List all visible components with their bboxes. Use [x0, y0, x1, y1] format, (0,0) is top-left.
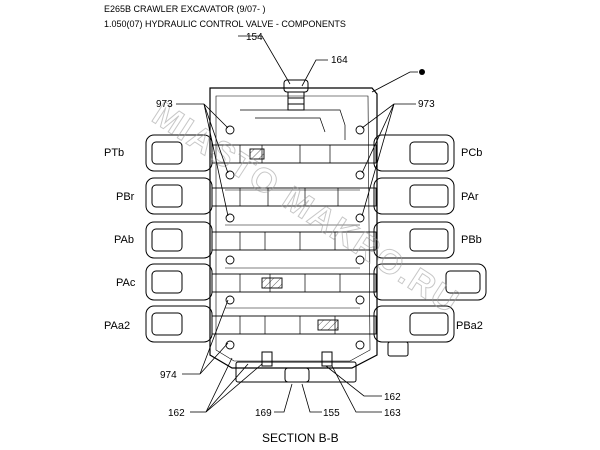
port-label-ptb: PTb	[104, 147, 124, 159]
callout-973-right: 973	[418, 99, 435, 110]
port-label-pbb: PBb	[461, 234, 482, 246]
callout-163: 163	[384, 408, 401, 419]
watermark: MIASTO MAKRO.RU	[146, 95, 467, 322]
port-label-paa2: PAa2	[104, 320, 130, 332]
port-label-par: PAr	[461, 191, 479, 203]
right-spool-caps	[373, 134, 487, 357]
bottom-fitting	[235, 351, 357, 383]
port-label-pcb: PCb	[461, 147, 482, 159]
callout-155: 155	[323, 408, 340, 419]
callout-162-left: 162	[168, 408, 185, 419]
leader-lines	[176, 35, 418, 413]
port-label-pac: PAc	[116, 277, 136, 289]
port-label-pbr: PBr	[116, 191, 135, 203]
callout-974: 974	[160, 370, 177, 381]
callout-164: 164	[331, 55, 348, 66]
reference-dot	[419, 69, 425, 75]
port-label-pab: PAb	[114, 234, 134, 246]
header-section-line: 1.050(07) HYDRAULIC CONTROL VALVE - COMP…	[104, 19, 346, 29]
callout-973-left: 973	[156, 99, 173, 110]
section-caption: SECTION B-B	[262, 431, 339, 445]
header-model-line: E265B CRAWLER EXCAVATOR (9/07- )	[104, 4, 266, 14]
spools	[211, 144, 377, 335]
bolt-holes	[225, 125, 365, 350]
callout-162-right: 162	[384, 392, 401, 403]
valve-body	[209, 87, 378, 369]
port-label-pba2: PBa2	[456, 320, 483, 332]
callout-154: 154	[246, 32, 263, 43]
callout-169: 169	[255, 408, 272, 419]
left-spool-caps	[145, 134, 213, 343]
top-relief-fitting	[283, 79, 309, 111]
